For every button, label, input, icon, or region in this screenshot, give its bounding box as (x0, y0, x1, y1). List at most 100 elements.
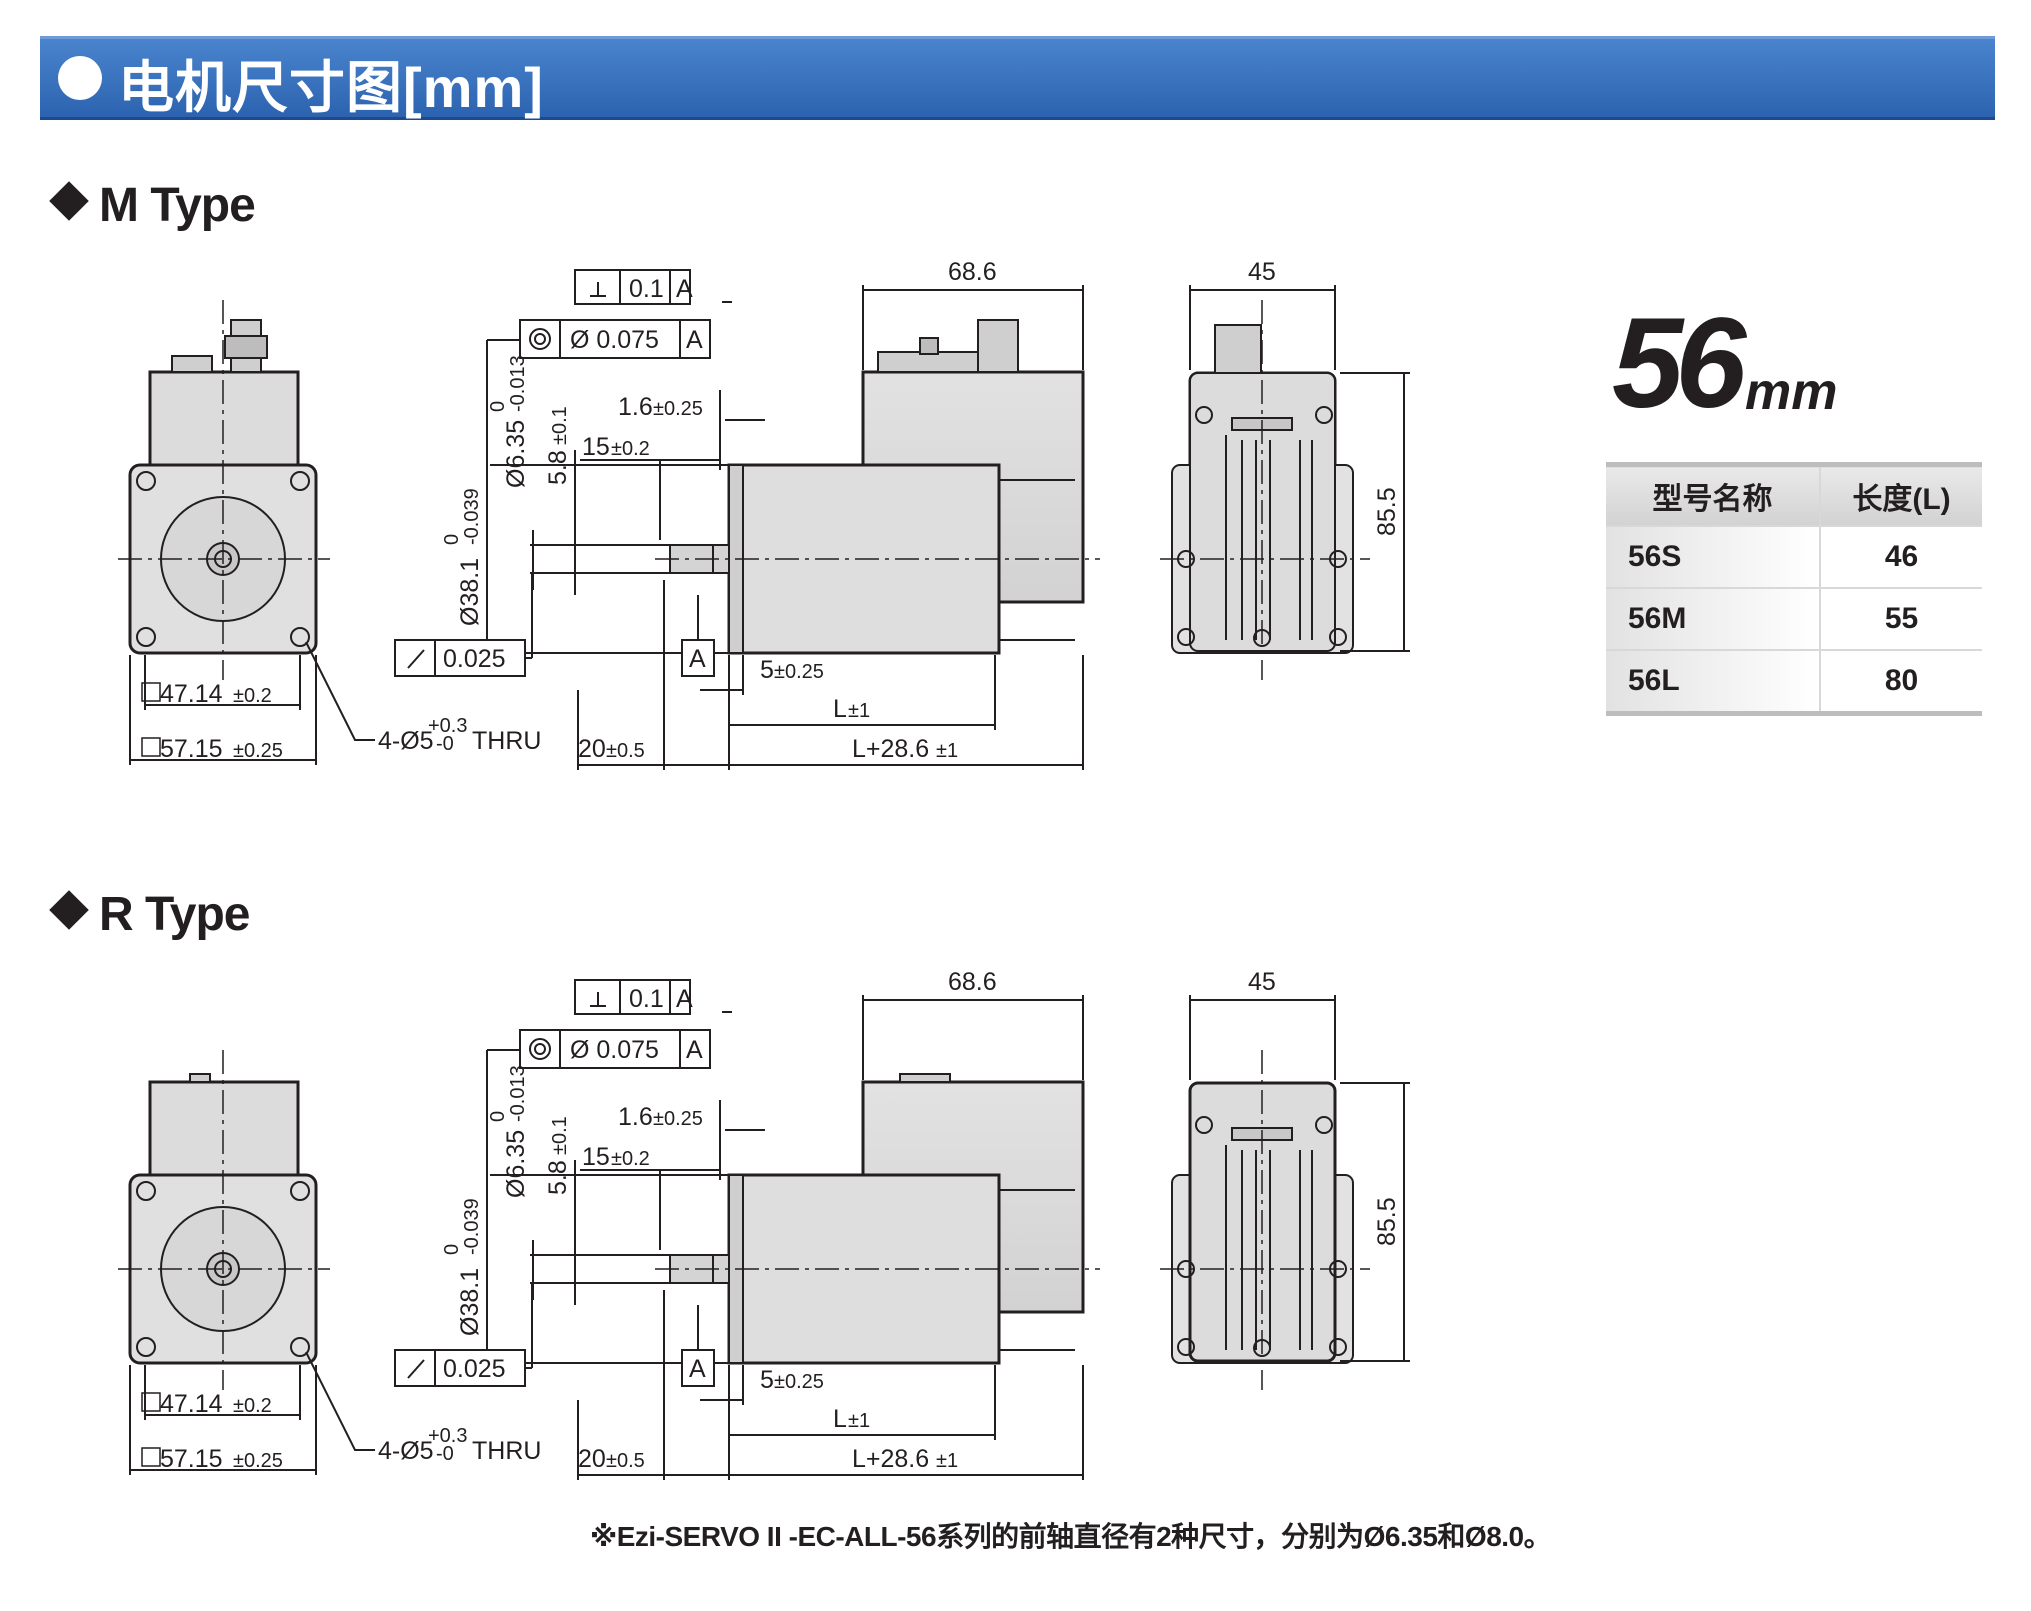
dim-20: 20 (578, 735, 606, 763)
diamond-bullet-icon (49, 181, 89, 221)
gdt-datum: A (676, 985, 693, 1013)
dim-holes: 4-Ø5 (378, 727, 434, 755)
dim-1-6: 1.6 (618, 1103, 653, 1131)
m-type-drawing: 47.14 ±0.2 57.15 ±0.25 4-Ø5 +0.3 -0 THRU… (118, 258, 1410, 770)
dim-5: 5 (760, 656, 774, 684)
dim-pilot-tol-upper: 0 (441, 1244, 463, 1255)
dim-l: L (833, 1405, 847, 1433)
cell-model: 56M (1606, 587, 1820, 650)
dim-5-tol: ±0.25 (774, 661, 824, 683)
dim-holes-tol-lower: -0 (436, 1443, 454, 1465)
dim-flat: 5.8 (544, 1160, 572, 1195)
dim-sq-outer: 57.15 (160, 1445, 223, 1473)
gdt-concentricity-value: Ø 0.075 (570, 326, 659, 354)
dim-shaft-tol-upper: 0 (487, 1111, 509, 1122)
dim-total-tol: ±1 (936, 740, 958, 762)
banner-title: 电机尺寸图[mm] (118, 56, 544, 119)
dim-pilot-dia: Ø38.1 (456, 1268, 484, 1336)
section-title-label: R Type (99, 888, 250, 941)
gdt-perp-value: 0.1 (629, 275, 664, 303)
front-view (118, 269, 1410, 770)
table-header-row: 型号名称 长度(L) (1606, 464, 1982, 526)
dim-15-tol: ±0.2 (611, 438, 650, 460)
dim-total: L+28.6 (852, 735, 929, 763)
dim-15: 15 (582, 433, 610, 461)
dim-15-tol: ±0.2 (611, 1148, 650, 1170)
dim-holes-tol-upper: +0.3 (428, 715, 467, 737)
table-row: 56S 46 (1606, 525, 1982, 588)
cell-length: 80 (1819, 649, 1982, 714)
section-banner: 电机尺寸图[mm] (40, 36, 1995, 120)
dim-68-6: 68.6 (948, 968, 997, 996)
dim-sq-outer-tol: ±0.25 (233, 1450, 283, 1472)
frame-size-unit: mm (1745, 363, 1838, 421)
dim-sq-outer: 57.15 (160, 735, 223, 763)
dim-sq-inner: 47.14 (160, 1390, 223, 1418)
dim-l-tol: ±1 (848, 700, 870, 722)
dim-1-6-tol: ±0.25 (653, 1108, 703, 1130)
dim-thru: THRU (472, 727, 541, 755)
datum-label: A (689, 645, 706, 673)
dim-1-6: 1.6 (618, 393, 653, 421)
dim-shaft-tol-lower: -0.013 (507, 355, 529, 412)
gdt-perp-value: 0.1 (629, 985, 664, 1013)
footnote: ※Ezi-SERVO II -EC-ALL-56系列的前轴直径有2种尺寸，分别为… (590, 1521, 1552, 1552)
dim-20-tol: ±0.5 (606, 740, 645, 762)
dim-sq-inner: 47.14 (160, 680, 223, 708)
dim-pilot-dia: Ø38.1 (456, 558, 484, 626)
dim-flat-tol: ±0.1 (549, 406, 571, 445)
dim-pilot-tol-lower: -0.039 (461, 1198, 483, 1255)
column-header-model: 型号名称 (1606, 464, 1820, 526)
cell-length: 46 (1819, 525, 1982, 588)
dim-holes-tol-upper: +0.3 (428, 1425, 467, 1447)
cell-model: 56L (1606, 649, 1820, 714)
dim-15: 15 (582, 1143, 610, 1171)
gdt-datum: A (676, 275, 693, 303)
dim-shaft-dia: Ø6.35 (502, 1130, 530, 1198)
table-row: 56L 80 (1606, 649, 1982, 714)
dim-pilot-tol-upper: 0 (441, 534, 463, 545)
dim-holes: 4-Ø5 (378, 1437, 434, 1465)
dim-shaft-tol-lower: -0.013 (507, 1065, 529, 1122)
dim-holes-tol-lower: -0 (436, 733, 454, 755)
gdt-datum: A (686, 1036, 703, 1064)
table-row: 56M 55 (1606, 587, 1982, 650)
frame-size-value: 56 (1612, 292, 1746, 435)
dim-20: 20 (578, 1445, 606, 1473)
cell-length: 55 (1819, 587, 1982, 650)
dim-thru: THRU (472, 1437, 541, 1465)
section-title-m-type: M Type (49, 178, 256, 233)
section-title-r-type: R Type (49, 887, 250, 942)
gdt-runout-value: 0.025 (443, 1355, 506, 1383)
r-type-drawing: 47.14 ±0.2 57.15 ±0.25 4-Ø5 +0.3 -0 THRU… (118, 968, 1410, 1480)
dim-shaft-dia: Ø6.35 (502, 420, 530, 488)
section-title-label: M Type (99, 179, 256, 232)
gdt-datum: A (686, 326, 703, 354)
cell-model: 56S (1606, 525, 1820, 588)
dim-flat-tol: ±0.1 (549, 1116, 571, 1155)
dim-l: L (833, 695, 847, 723)
dim-total: L+28.6 (852, 1445, 929, 1473)
bullet-circle-icon (58, 56, 102, 100)
dim-5-tol: ±0.25 (774, 1371, 824, 1393)
dim-45: 45 (1248, 968, 1276, 996)
column-header-length: 长度(L) (1819, 464, 1982, 526)
dim-68-6: 68.6 (948, 258, 997, 286)
front-view (118, 979, 1410, 1480)
dim-20-tol: ±0.5 (606, 1450, 645, 1472)
dim-sq-outer-tol: ±0.25 (233, 740, 283, 762)
gdt-runout-value: 0.025 (443, 645, 506, 673)
datum-label: A (689, 1355, 706, 1383)
dim-shaft-tol-upper: 0 (487, 401, 509, 412)
gdt-concentricity-value: Ø 0.075 (570, 1036, 659, 1064)
diamond-bullet-icon (49, 890, 89, 930)
dim-pilot-tol-lower: -0.039 (461, 488, 483, 545)
dim-1-6-tol: ±0.25 (653, 398, 703, 420)
dim-5: 5 (760, 1366, 774, 1394)
dim-flat: 5.8 (544, 450, 572, 485)
dim-l-tol: ±1 (848, 1410, 870, 1432)
dim-sq-inner-tol: ±0.2 (233, 685, 272, 707)
dim-total-tol: ±1 (936, 1450, 958, 1472)
dim-85-5: 85.5 (1373, 1197, 1401, 1246)
dim-45: 45 (1248, 258, 1276, 286)
